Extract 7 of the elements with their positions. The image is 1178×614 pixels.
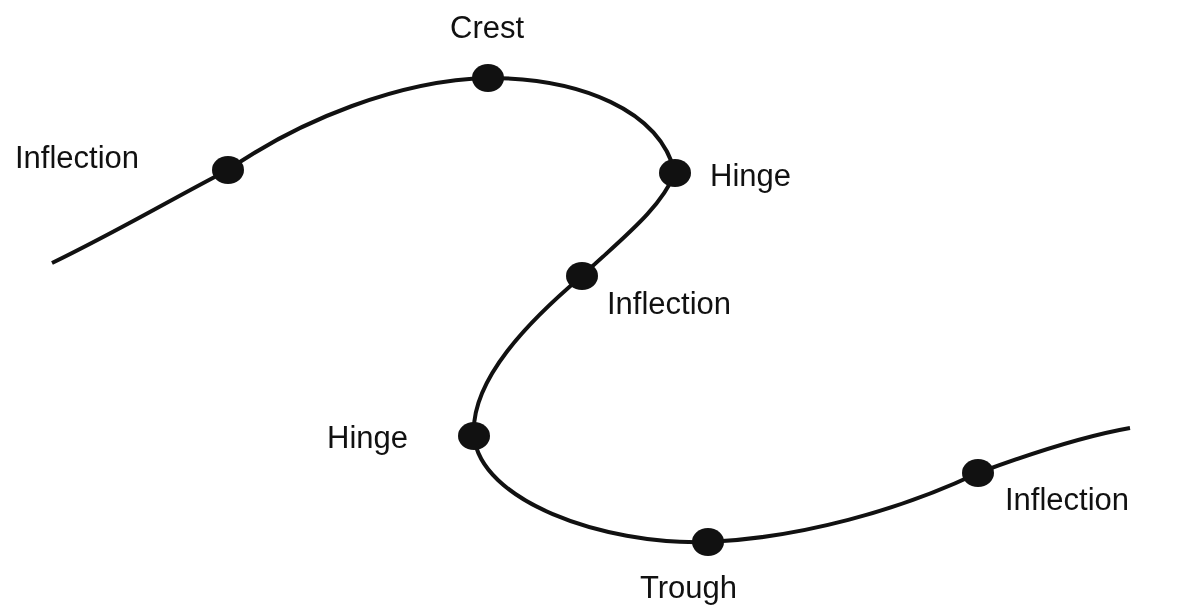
point-label: Inflection (607, 288, 732, 319)
point-label: Crest (450, 12, 525, 43)
point-label: Inflection (1005, 484, 1130, 515)
point-label: Hinge (710, 160, 791, 191)
point-label: Trough (640, 572, 738, 603)
point-label: Inflection (15, 142, 140, 173)
point-label: Hinge (327, 422, 408, 453)
